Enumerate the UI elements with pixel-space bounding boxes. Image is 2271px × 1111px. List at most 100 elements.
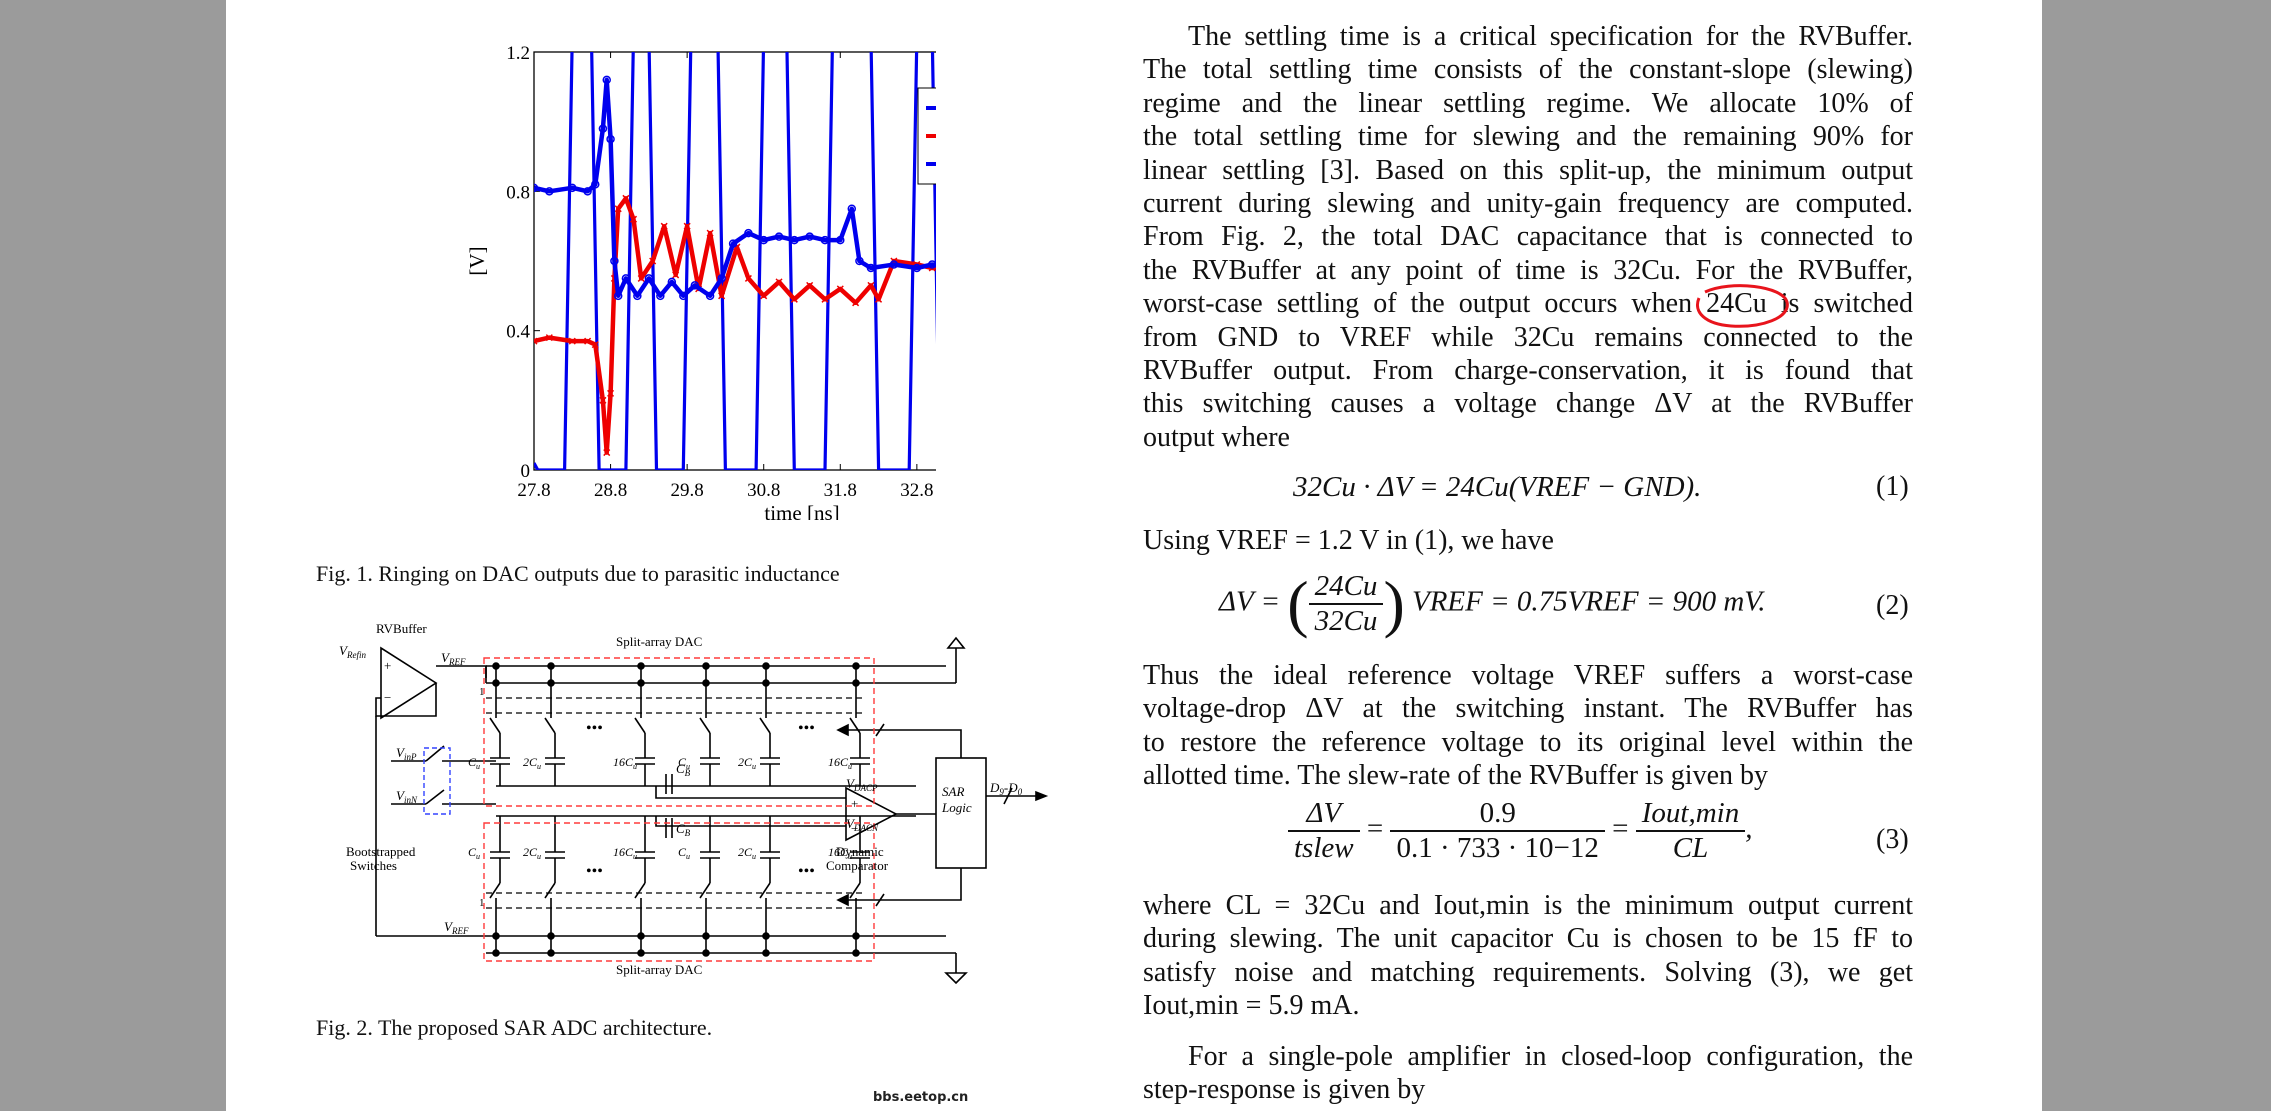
dac-switch (489, 882, 501, 899)
bootstrapped-label-1: Bootstrapped (346, 844, 416, 859)
data-point-vdacn (598, 124, 608, 133)
data-point-vdacp (568, 337, 576, 345)
dac-switch (544, 882, 556, 899)
junction-dot (852, 949, 860, 957)
junction-dot (762, 949, 770, 957)
data-point-vdacn (728, 239, 738, 248)
top-one-label: 1 (479, 686, 485, 698)
text-line: allotted time. The slew-rate of the RVBu… (1143, 760, 1769, 792)
split-array-top-label: Split-array DAC (616, 634, 702, 649)
dac-switch (544, 717, 556, 734)
sar-label-1: SAR (942, 784, 964, 799)
eq2-fraction-denominator: 32Cu (1314, 605, 1378, 637)
data-point-vdacp (584, 337, 592, 345)
ellipsis-dots: ••• (586, 863, 603, 880)
opamp-plus: + (384, 658, 391, 673)
junction-dot (547, 679, 555, 687)
data-point-vdacn (847, 204, 857, 213)
opamp-minus: − (384, 690, 391, 705)
x-tick-label: 31.8 (824, 480, 857, 501)
text-line: The settling time is a critical specific… (1188, 21, 1913, 52)
dac-switch (759, 717, 771, 734)
eq3-comma: , (1745, 812, 1753, 845)
paragraph-unit-capacitor: where CL = 32Cu and Iout,min is the mini… (1143, 889, 1913, 1023)
data-point-vdacn (855, 256, 864, 266)
comparator-plus: + (851, 796, 858, 811)
junction-dot (547, 932, 555, 940)
bootstrapped-label-2: Switches (350, 858, 397, 873)
series-line-clk (534, 52, 936, 470)
data-point-vdacp (836, 285, 844, 293)
x-tick-label: 32.8 (900, 480, 933, 501)
junction-dot (637, 662, 645, 670)
comparator-minus: − (851, 821, 858, 836)
capacitor-label: 2Cu (738, 845, 756, 861)
text-line: From Fig. 2, the total DAC capacitance t… (1143, 221, 1913, 253)
dout-label: D9-D0 (989, 780, 1023, 797)
capacitor-label: 2Cu (738, 755, 756, 771)
equation-2-number: (2) (1876, 590, 1909, 621)
data-point-vdacp (718, 292, 726, 300)
cb-bottom-label: CB (676, 821, 691, 838)
text-line: step-response is given by (1143, 1074, 1426, 1106)
dac-switch (699, 717, 711, 734)
data-point-vdacp (790, 295, 798, 303)
junction-dot (702, 949, 710, 957)
junction-dot (702, 932, 710, 940)
capacitor-label: Cu (678, 845, 690, 861)
text-line: this switching causes a voltage change Δ… (1143, 388, 1913, 420)
eq3-f2-numerator: 0.9 (1390, 797, 1605, 832)
fig1-chart: 27.828.829.830.831.832.833.834.800.40.81… (465, 43, 936, 520)
junction-dot (762, 662, 770, 670)
watermark: bbs.eetop.cn (873, 1090, 969, 1105)
capacitor-label: 2Cu (523, 755, 541, 771)
data-point-vdacp (545, 334, 553, 342)
text-line: from GND to VREF while 32Cu remains conn… (1143, 321, 1913, 353)
junction-dot (702, 662, 710, 670)
vref-bottom-label: VREF (444, 919, 469, 936)
junction-dot (637, 932, 645, 940)
y-tick-label: 0 (521, 461, 531, 482)
rvbuffer-label: RVBuffer (376, 621, 427, 636)
x-tick-label: 30.8 (747, 480, 780, 501)
eq3-f2-denominator: 0.1 · 733 · 10−12 (1396, 832, 1599, 864)
data-point-vdacp (806, 281, 814, 289)
eq3-f1-numerator: ΔV (1288, 797, 1360, 832)
capacitor-label: Cu (678, 755, 690, 771)
capacitor-label: 16Cu (613, 755, 637, 771)
eq2-fraction-numerator: 24Cu (1308, 570, 1384, 605)
equation-1: 32Cu · ΔV = 24Cu(VREF − GND). (1293, 471, 1702, 503)
data-point-vdacn (759, 235, 768, 245)
text-line: satisfy noise and matching requirements.… (1143, 956, 1913, 988)
data-point-vdacp (821, 295, 829, 303)
text-line: Iout,min = 5.9 mA. (1143, 990, 1360, 1022)
data-point-vdacn (927, 260, 936, 269)
text-line: current during slewing and unity-gain fr… (1143, 187, 1913, 219)
rvbuffer-opamp (380, 646, 438, 720)
fig2-caption: Fig. 2. The proposed SAR ADC architectur… (316, 1015, 713, 1040)
eq2-paren-open: ( (1287, 568, 1309, 639)
junction-dot (492, 679, 500, 687)
data-point-vdacp (875, 295, 883, 303)
data-point-vdacp (867, 281, 875, 289)
text-line: Using VREF = 1.2 V in (1), we have (1143, 525, 1554, 556)
paper-page: 27.828.829.830.831.832.833.834.800.40.81… (226, 0, 2042, 1111)
eq3-equals-2: = (1612, 812, 1629, 845)
x-tick-label: 28.8 (594, 480, 627, 501)
ellipsis-dots: ••• (586, 720, 603, 737)
data-point-vdacp (744, 274, 752, 282)
data-point-vdacn (633, 291, 642, 301)
eq2-paren-close: ) (1383, 568, 1405, 639)
eq3-equals-1: = (1366, 812, 1384, 845)
y-tick-label: 1.2 (506, 43, 530, 64)
capacitor-label: 16Cu (828, 755, 852, 771)
data-point-vdacn (912, 263, 922, 273)
data-point-vdacn (568, 183, 577, 193)
eq2-lhs: ΔV = (1219, 585, 1281, 618)
cb-top-label: CB (676, 761, 691, 778)
junction-dot (852, 932, 860, 940)
ellipsis-dots: ••• (798, 863, 815, 880)
dac-switch (634, 882, 646, 899)
